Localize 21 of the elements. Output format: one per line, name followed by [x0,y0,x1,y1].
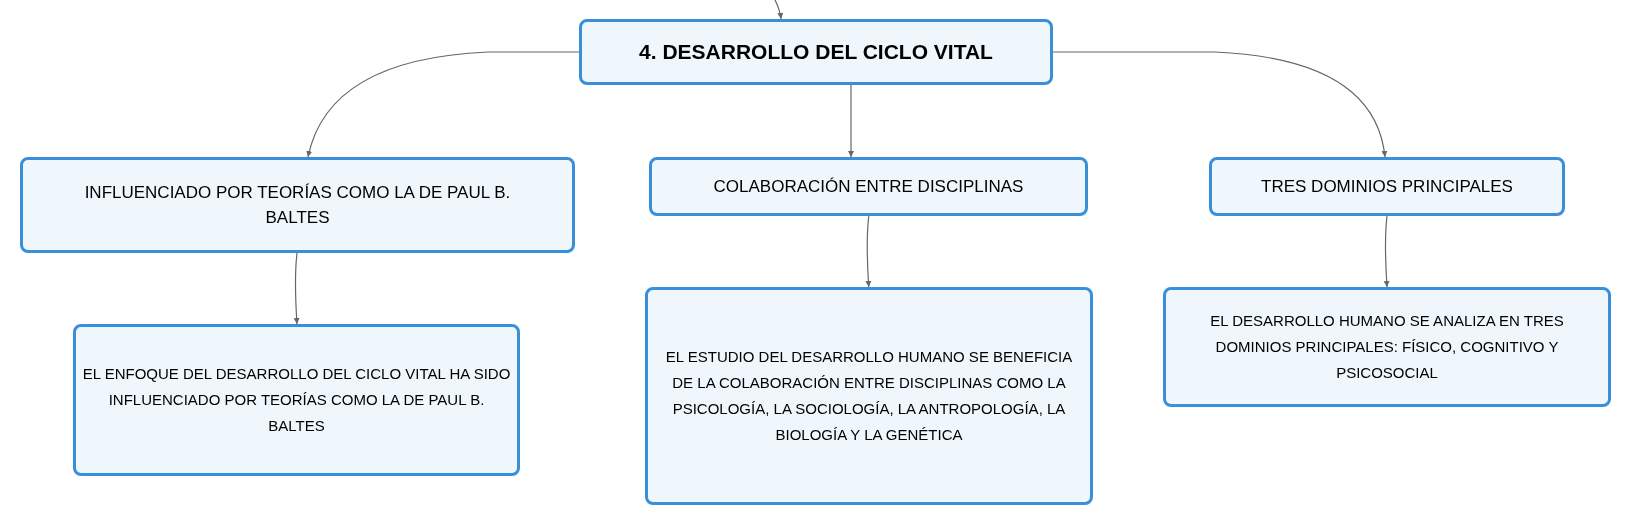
topic-box [1163,287,1611,407]
topic-text: COLABORACIÓN ENTRE DISCIPLINAS [712,175,1025,198]
topic-box [73,324,520,476]
topic-text: TRES DOMINIOS PRINCIPALES [1260,175,1514,198]
connector-arrow [848,84,854,158]
topic-box [645,287,1093,505]
connector-arrow [865,215,872,288]
topic-text: 4. DESARROLLO DEL CICLO VITAL [639,39,993,66]
topic-text: EL ENFOQUE DEL DESARROLLO DEL CICLO VITAL HA SIDO INFLUENCIADO POR TEORÍAS COMO LA DE PAUL B. BALTES [81,363,512,437]
connector-arrow [306,51,580,158]
topic-box [1209,157,1565,216]
connector-arrow [293,252,300,325]
topic-box [20,157,575,253]
topic-text: INFLUENCIADO POR TEORÍAS COMO LA DE PAUL B. BALTES [83,181,512,229]
topic-box [649,157,1088,216]
topic-text: EL ESTUDIO DEL DESARROLLO HUMANO SE BENEFICIA DE LA COLABORACIÓN ENTRE DISCIPLINAS COMO LA PSICOLOGÍA, LA SOCIOLOGÍA, LA ANTROPOLOGÍA, LA BIOLOGÍA Y LA GENÉTICA [664,346,1074,446]
topic-text: EL DESARROLLO HUMANO SE ANALIZA EN TRES DOMINIOS PRINCIPALES: FÍSICO, COGNITIVO Y PSICOSOCIAL [1209,310,1565,384]
topic-box [579,19,1053,85]
connector-arrow [1383,215,1390,288]
connector-arrow [774,0,784,20]
connector-arrow [1052,51,1387,158]
